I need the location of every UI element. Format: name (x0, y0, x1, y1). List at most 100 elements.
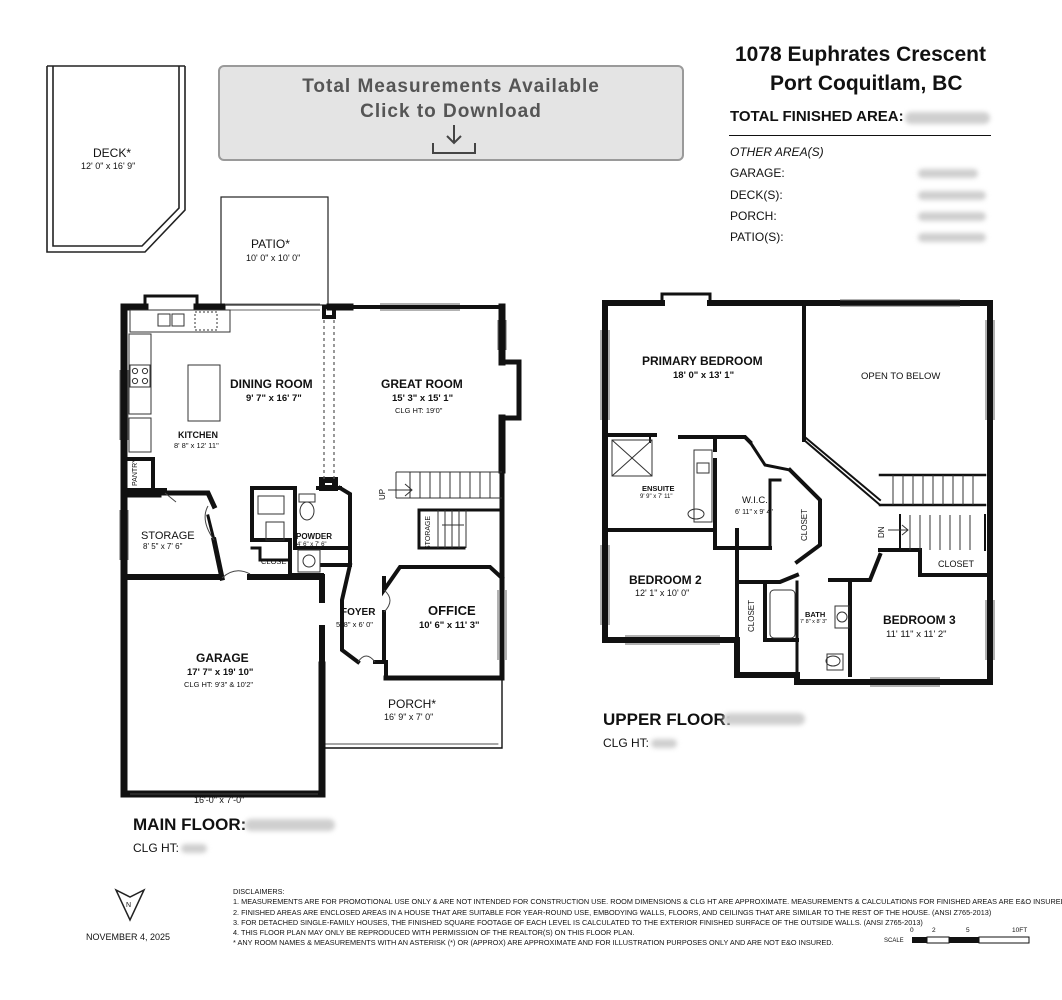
storage-small-name: STORAGE (425, 515, 432, 550)
upper-floor-area-redacted (723, 713, 805, 725)
upper-floor-windows (600, 299, 995, 687)
bedroom3-dims: 11' 11" x 11' 2" (886, 629, 947, 640)
banner-line2: Click to Download (360, 101, 542, 122)
door-swings (164, 492, 391, 663)
disclaimer-2: 2. FINISHED AREAS ARE ENCLOSED AREAS IN … (233, 907, 992, 917)
banner-line1: Total Measurements Available (302, 76, 600, 97)
porch-name: PORCH* (388, 697, 437, 711)
storage-dims: 8' 5" x 7' 6" (143, 542, 183, 551)
north-label: N (126, 902, 132, 909)
patio-outline (220, 196, 329, 306)
main-floor-openings (323, 320, 335, 480)
dn-label: DN (877, 526, 886, 538)
deck-name: DECK* (93, 146, 132, 160)
powder-name: POWDER (296, 532, 332, 541)
bath-name: BATH (805, 610, 826, 619)
up-label: UP (378, 488, 387, 500)
foyer-dims: 5' 8" x 6' 0" (336, 620, 373, 629)
closet-b-name: CLOSET (747, 599, 756, 632)
address-line2: Port Coquitlam, BC (770, 72, 963, 95)
scale-tick-5: 5 (966, 927, 970, 934)
disclaimers-title: DISCLAIMERS: (233, 887, 285, 896)
disclaimer-4: 4. THIS FLOOR PLAN MAY ONLY BE REPRODUCE… (233, 928, 635, 938)
great-room-clg: CLG HT: 19'0" (395, 406, 443, 415)
other-areas-label: OTHER AREA(S) (730, 145, 824, 159)
open-to-below-label: OPEN TO BELOW (861, 371, 941, 382)
north-arrow-icon (114, 888, 146, 922)
ensuite-dims: 9' 9" x 7' 11" (640, 494, 673, 500)
upper-floor-clg-redacted (651, 739, 677, 748)
download-icon (432, 125, 476, 154)
plan-date: NOVEMBER 4, 2025 (86, 932, 171, 942)
wic-dims: 6' 11" x 9' 4" (735, 509, 773, 516)
garage-dims: 17' 7" x 19' 10" (187, 667, 254, 678)
patio-area-label: PATIO(S): (730, 230, 784, 244)
main-floor-windows (119, 303, 507, 660)
main-stairs (388, 471, 502, 548)
scale-bar (912, 936, 1030, 944)
disclaimers: DISCLAIMERS: 1. MEASUREMENTS ARE FOR PRO… (233, 887, 1062, 949)
storage-name: STORAGE (141, 530, 195, 542)
closet-name: CLOSET (261, 557, 292, 566)
closet-c-name: CLOSET (938, 559, 975, 569)
scale-label: SCALE (884, 938, 904, 944)
garage-clg: CLG HT: 9'3" & 10'2" (184, 680, 254, 689)
total-finished-label: TOTAL FINISHED AREA: (730, 108, 904, 125)
upper-floor-label: UPPER FLOOR: (603, 710, 732, 729)
dining-room-dims: 9' 7" x 16' 7" (246, 393, 302, 404)
kitchen-name: KITCHEN (178, 430, 218, 440)
closet-a-name: CLOSET (800, 508, 809, 541)
scale-tick-0: 0 (910, 927, 914, 934)
great-room-name: GREAT ROOM (381, 377, 463, 391)
header-divider (729, 135, 991, 136)
total-finished-value-redacted (905, 112, 990, 124)
upper-fixtures (611, 439, 850, 671)
bedroom2-dims: 12' 1" x 10' 0" (635, 588, 690, 598)
address-line1: 1078 Euphrates Crescent (735, 43, 986, 66)
bedroom3-name: BEDROOM 3 (883, 613, 956, 627)
office-dims: 10' 6" x 11' 3" (419, 620, 480, 631)
primary-bedroom-dims: 18' 0" x 13' 1" (673, 370, 735, 381)
office-name: OFFICE (428, 603, 476, 618)
porch-dims: 16' 9" x 7' 0" (384, 712, 434, 722)
main-floor-clg-redacted (181, 844, 207, 853)
main-floor-label: MAIN FLOOR: (133, 815, 247, 834)
kitchen-dims: 8' 8" x 12' 11" (174, 441, 219, 450)
garage-area-redacted (918, 169, 978, 178)
patio-name: PATIO* (251, 237, 290, 251)
dining-room-name: DINING ROOM (230, 377, 313, 391)
disclaimer-1: 1. MEASUREMENTS ARE FOR PROMOTIONAL USE … (233, 897, 1062, 907)
scale-tick-10: 10FT (1012, 927, 1028, 934)
deck-area-label: DECK(S): (730, 188, 783, 202)
primary-bedroom-name: PRIMARY BEDROOM (642, 354, 763, 368)
deck-outline (46, 65, 186, 253)
deck-area-redacted (918, 191, 986, 200)
deck-dims: 12' 0" x 16' 9" (81, 161, 136, 171)
bath-dims: 7' 8" x 8' 3" (800, 619, 828, 625)
wic-name: W.I.C. (742, 495, 768, 506)
download-measurements-button[interactable]: Total Measurements Available Click to Do… (218, 65, 684, 161)
porch-area-redacted (918, 212, 986, 221)
main-floor-area-redacted (245, 819, 335, 831)
upper-floor-clg-label: CLG HT: (603, 736, 650, 750)
garage-area-label: GARAGE: (730, 166, 785, 180)
foyer-name: FOYER (341, 607, 376, 618)
main-floor-clg-label: CLG HT: (133, 841, 180, 855)
patio-area-redacted (918, 233, 986, 242)
powder-dims: 4' 6" x 7' 6" (297, 542, 327, 548)
garage-door-dims: 16'-0" x 7'-0" (194, 795, 245, 805)
porch-area-label: PORCH: (730, 209, 777, 223)
bedroom2-name: BEDROOM 2 (629, 573, 702, 587)
garage-name: GARAGE (196, 651, 249, 665)
disclaimer-3: 3. FOR DETACHED SINGLE-FAMILY HOUSES, TH… (233, 917, 923, 927)
kitchen-fixtures (128, 309, 321, 573)
upper-stairs (888, 475, 974, 550)
disclaimer-5: * ANY ROOM NAMES & MEASUREMENTS WITH AN … (233, 938, 834, 948)
pantry-name: PANTRY (132, 458, 139, 486)
ensuite-name: ENSUITE (642, 484, 675, 493)
patio-dims: 10' 0" x 10' 0" (246, 253, 301, 263)
scale-tick-2: 2 (932, 927, 936, 934)
main-floor-walls (120, 294, 522, 798)
great-room-dims: 15' 3" x 15' 1" (392, 393, 454, 404)
